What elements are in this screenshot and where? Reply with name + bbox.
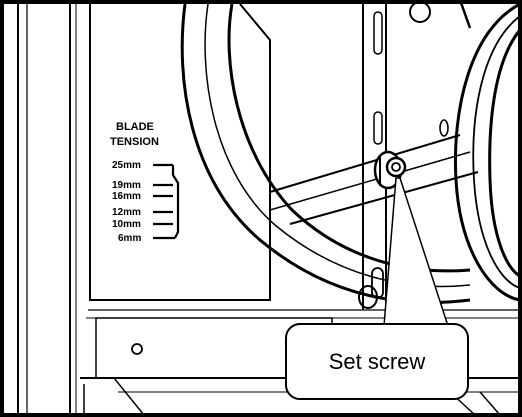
callout-box: Set screw: [285, 323, 469, 400]
lower-slot: [358, 285, 378, 309]
scale-mark-label: 25mm: [112, 160, 141, 171]
callout-label: Set screw: [329, 349, 426, 374]
right-wheel: [453, 0, 522, 302]
left-frame: [17, 4, 77, 413]
scale-title-line2: TENSION: [110, 136, 159, 148]
scale-ticks: [153, 163, 180, 240]
scale-mark-label: 12mm: [112, 207, 141, 218]
scale-mark-label: 10mm: [112, 219, 141, 230]
scale-panel: [89, 3, 271, 301]
scale-mark-label: 19mm: [112, 180, 141, 191]
tension-bar: [269, 119, 479, 225]
scale-title-line1: BLADE: [116, 121, 154, 133]
scale-mark-label: 6mm: [118, 233, 141, 244]
blade-tension-scale: BLADE TENSION 25mm 19mm 16mm 12mm 10mm 6…: [110, 121, 180, 244]
housing-hole: [131, 343, 143, 355]
set-screw: [373, 150, 407, 190]
scale-mark-label: 16mm: [112, 191, 141, 202]
